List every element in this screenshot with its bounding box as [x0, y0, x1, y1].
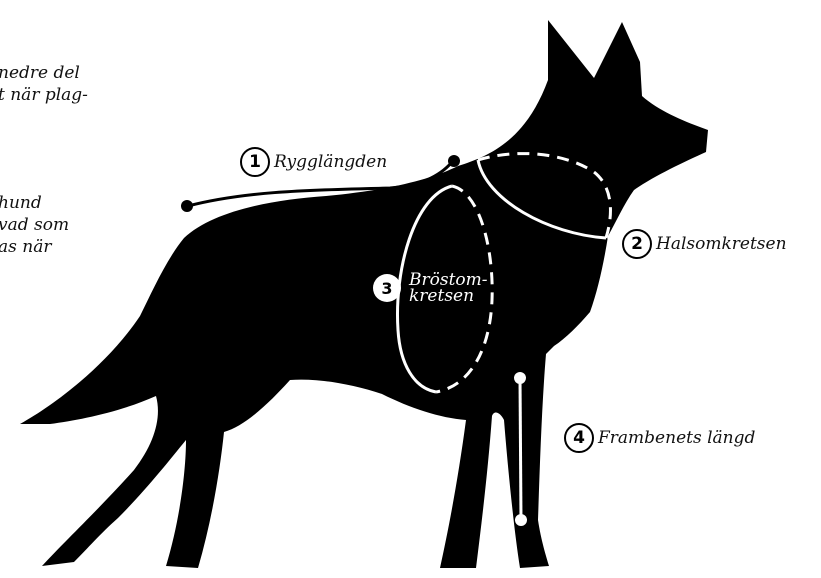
- number-badge: 4: [564, 423, 594, 453]
- back-length-label: Rygglängden: [274, 152, 387, 172]
- intro-text-fragment: hund vad som as när: [0, 192, 69, 258]
- front-leg-length-label: Frambenets längd: [598, 428, 755, 448]
- neck-girth-label: Halsomkretsen: [656, 234, 787, 254]
- chest-girth-label: Bröstom- kretsen: [409, 272, 488, 304]
- number-badge: 2: [622, 229, 652, 259]
- number-badge: 1: [240, 147, 270, 177]
- callout-front-leg-length: 4 Frambenets längd: [564, 423, 755, 453]
- number-badge: 3: [373, 274, 401, 302]
- callout-back-length: 1 Rygglängden: [240, 147, 387, 177]
- callout-neck-girth: 2 Halsomkretsen: [622, 229, 787, 259]
- intro-text-fragment: nedre del t när plag-: [0, 62, 88, 106]
- chest-girth-label-line2: kretsen: [409, 288, 488, 304]
- callout-chest-girth: 3 Bröstom- kretsen: [373, 272, 488, 304]
- dog-silhouette: [20, 20, 708, 568]
